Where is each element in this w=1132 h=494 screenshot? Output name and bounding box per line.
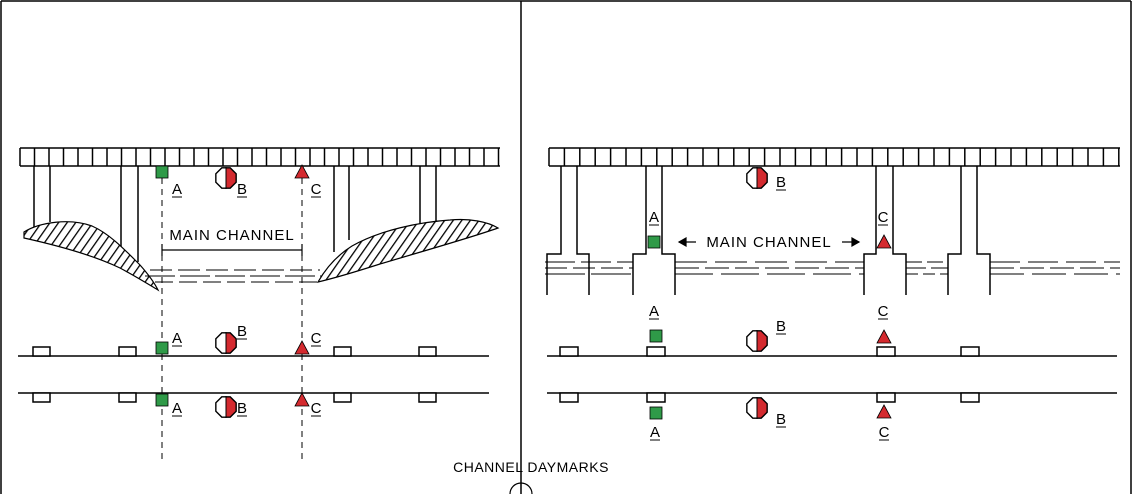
letter-c-label: C	[878, 303, 889, 320]
right-main-channel-label: MAIN CHANNEL	[706, 234, 831, 251]
red-triangle-daymark-icon	[294, 340, 310, 355]
green-square-daymark-icon	[155, 165, 169, 179]
letter-b-label: B	[237, 181, 247, 198]
right-plan-roadway	[547, 346, 1117, 403]
green-square-daymark-icon	[649, 329, 663, 343]
diagram-caption: CHANNEL DAYMARKS	[453, 459, 609, 475]
green-square-daymark-icon	[647, 235, 661, 249]
letter-c-label: C	[878, 209, 889, 226]
green-square-daymark-icon	[155, 393, 169, 407]
red-white-octagon-daymark-icon	[215, 332, 237, 354]
left-main-channel-bracket	[161, 244, 303, 256]
letter-b-label: B	[237, 323, 247, 340]
letter-a-label: A	[172, 330, 182, 347]
right-bridge-elevation	[546, 147, 1120, 295]
red-white-octagon-daymark-icon	[215, 396, 237, 418]
left-guide-lines	[161, 178, 303, 460]
letter-c-label: C	[311, 400, 322, 417]
letter-b-label: B	[237, 400, 247, 417]
red-white-octagon-daymark-icon	[215, 167, 237, 189]
red-white-octagon-daymark-icon	[746, 167, 768, 189]
green-square-daymark-icon	[649, 406, 663, 420]
letter-a-label: A	[172, 181, 182, 198]
letter-a-label: A	[650, 424, 660, 441]
left-water-lines	[145, 269, 322, 283]
letter-c-label: C	[311, 181, 322, 198]
red-white-octagon-daymark-icon	[746, 330, 768, 352]
right-riverbank-hatched	[316, 218, 500, 283]
letter-a-label: A	[649, 209, 659, 226]
daymarks-group: A B C A B C A B C B A C A B C A B C	[155, 164, 892, 441]
letter-b-label: B	[776, 318, 786, 335]
letter-a-label: A	[649, 303, 659, 320]
red-triangle-daymark-icon	[876, 329, 892, 344]
right-main-channel-arrows	[677, 236, 861, 248]
red-white-octagon-daymark-icon	[746, 397, 768, 419]
left-riverbank-hatched	[23, 221, 160, 292]
red-triangle-daymark-icon	[294, 164, 310, 179]
letter-b-label: B	[776, 411, 786, 428]
green-square-daymark-icon	[155, 341, 169, 355]
left-plan-roadway	[18, 346, 489, 403]
letter-a-label: A	[172, 400, 182, 417]
caption-circle-marker	[509, 482, 533, 494]
letter-c-label: C	[879, 424, 890, 441]
left-main-channel-label: MAIN CHANNEL	[169, 227, 294, 244]
red-triangle-daymark-icon	[876, 404, 892, 419]
red-triangle-daymark-icon	[294, 392, 310, 407]
letter-b-label: B	[776, 174, 786, 191]
red-triangle-daymark-icon	[876, 234, 892, 249]
letter-c-label: C	[311, 330, 322, 347]
left-bridge-elevation	[19, 147, 500, 262]
right-water-lines	[545, 261, 1120, 275]
